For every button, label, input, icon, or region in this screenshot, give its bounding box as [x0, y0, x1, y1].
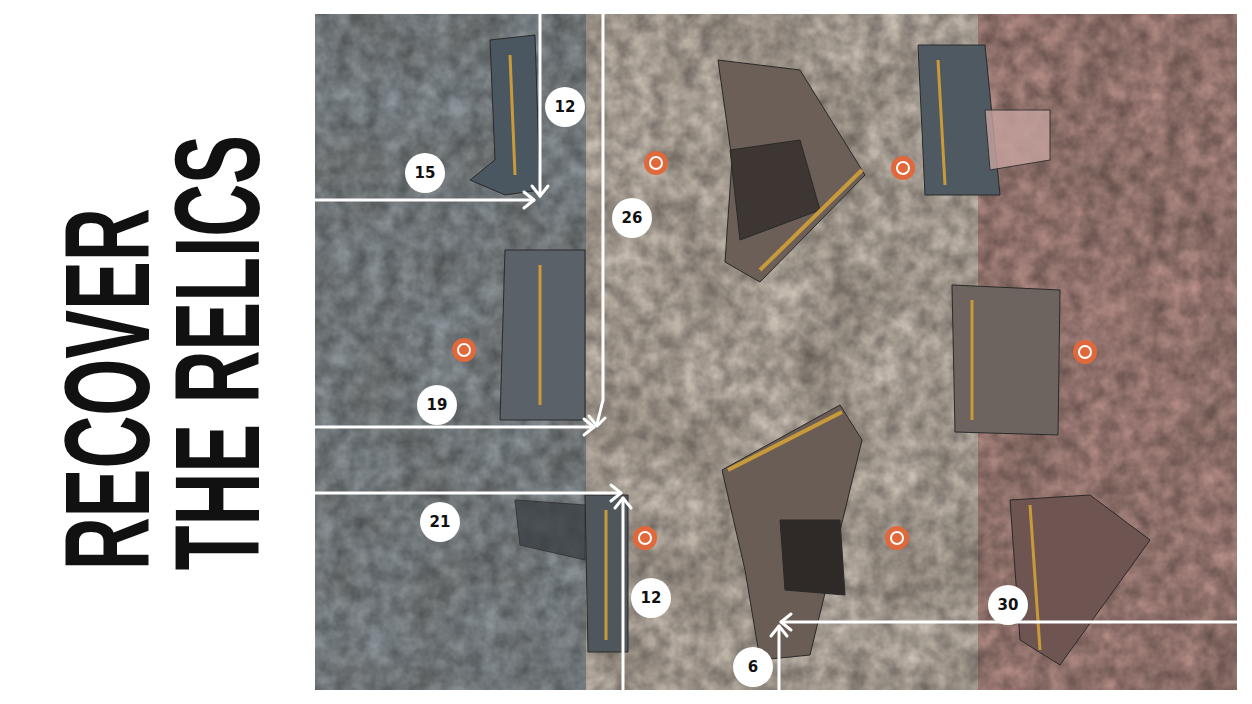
callout-number: 21 — [420, 502, 460, 542]
ruins-part — [605, 510, 608, 640]
measure-arrows-part — [781, 614, 791, 630]
objective-markers-part — [891, 532, 903, 544]
measure-arrows-part — [771, 626, 787, 636]
objective-markers-part — [458, 344, 470, 356]
callout-number: 19 — [417, 385, 457, 425]
objective-markers-part — [885, 526, 909, 550]
objective-markers-part — [639, 532, 651, 544]
measure-arrows-part — [315, 426, 594, 429]
ruins-part — [470, 35, 540, 195]
callout-number: 30 — [988, 585, 1028, 625]
ruins-part — [728, 412, 842, 470]
measure-arrows — [315, 14, 1237, 690]
measure-arrows-part — [611, 485, 621, 501]
measure-arrows-part — [584, 419, 594, 435]
objective-markers-part — [644, 151, 668, 175]
callout-number: 6 — [733, 647, 773, 687]
objective-markers-part — [1079, 346, 1091, 358]
ruins-part — [718, 60, 865, 282]
ruins-part — [1030, 505, 1040, 650]
ruins-part — [510, 55, 515, 175]
measure-arrows-part — [539, 14, 542, 196]
objective-markers-part — [650, 157, 662, 169]
objective-markers-part — [891, 156, 915, 180]
measure-arrows-part — [622, 498, 625, 690]
deployment-zones-part — [315, 14, 1237, 690]
ruins-part — [500, 250, 585, 420]
objective-markers-part — [897, 162, 909, 174]
title: RECOVER THE RELICS — [52, 124, 272, 571]
ruins-part — [780, 520, 845, 595]
measure-arrows-part — [602, 14, 605, 400]
callout-number: 15 — [405, 153, 445, 193]
ruins-part — [985, 110, 1050, 170]
measure-arrows-part — [524, 192, 534, 208]
callout-number: 12 — [545, 87, 585, 127]
ruins-part — [539, 265, 542, 405]
measure-arrows-part — [315, 492, 621, 495]
ruins-part — [1010, 495, 1150, 665]
measure-arrows-part — [315, 199, 534, 202]
ruins — [470, 35, 1150, 665]
ruins-part — [515, 500, 585, 560]
ruins-part — [971, 300, 974, 420]
callout-number: 26 — [612, 198, 652, 238]
objective-markers-part — [633, 526, 657, 550]
objective-markers-part — [1073, 340, 1097, 364]
measure-arrows-part — [615, 498, 631, 508]
callout-number: 12 — [631, 578, 671, 618]
ruins-part — [952, 285, 1060, 435]
measure-arrows-part — [532, 186, 548, 196]
deployment-zones — [315, 14, 1237, 690]
objective-markers-part — [452, 338, 476, 362]
deployment-zones-part — [315, 14, 1237, 690]
objective-markers — [452, 151, 1097, 550]
ruins-part — [938, 60, 945, 185]
measure-arrows-part — [778, 626, 781, 690]
ruins-part — [760, 170, 862, 270]
